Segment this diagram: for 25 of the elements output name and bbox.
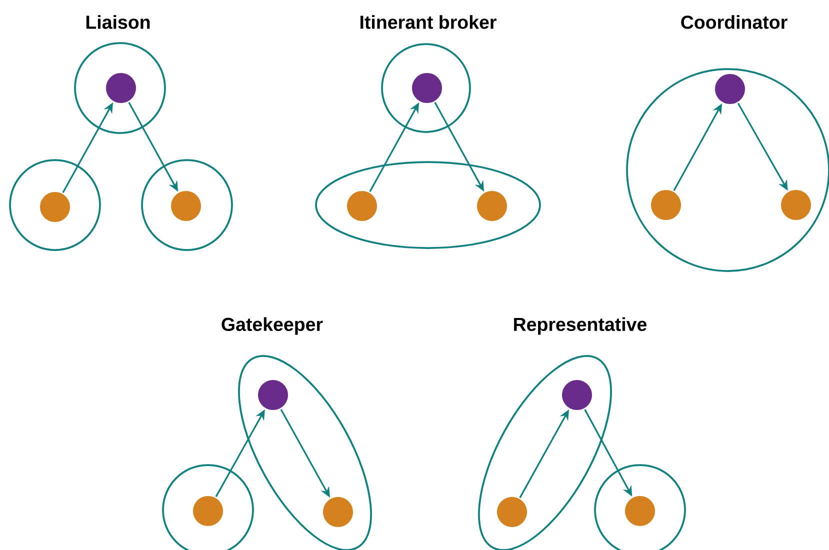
actor-dot [781, 190, 811, 220]
actor-dot [625, 496, 655, 526]
actor-dot [347, 191, 377, 221]
panel-title: Itinerant broker [360, 15, 496, 29]
actor-dot [258, 380, 288, 410]
panel-title: Liaison [86, 15, 150, 29]
actor-dot [40, 192, 70, 222]
actor-dot [477, 191, 507, 221]
actor-dot [193, 496, 223, 526]
group-ellipse [315, 161, 541, 249]
actor-dot [323, 497, 353, 527]
actor-dot [171, 191, 201, 221]
actor-dot [651, 190, 681, 220]
group-circle [74, 42, 166, 134]
group-circle [381, 43, 471, 133]
group-circle [9, 159, 101, 251]
panel-title: Coordinator [681, 15, 788, 29]
actor-dot [412, 73, 442, 103]
actor-dot [497, 497, 527, 527]
actor-dot [106, 73, 136, 103]
group-circle [141, 159, 233, 251]
actor-dot [715, 74, 745, 104]
actor-dot [562, 380, 592, 410]
panel-title: Gatekeeper [222, 317, 323, 335]
panel-title: Representative [514, 317, 647, 335]
